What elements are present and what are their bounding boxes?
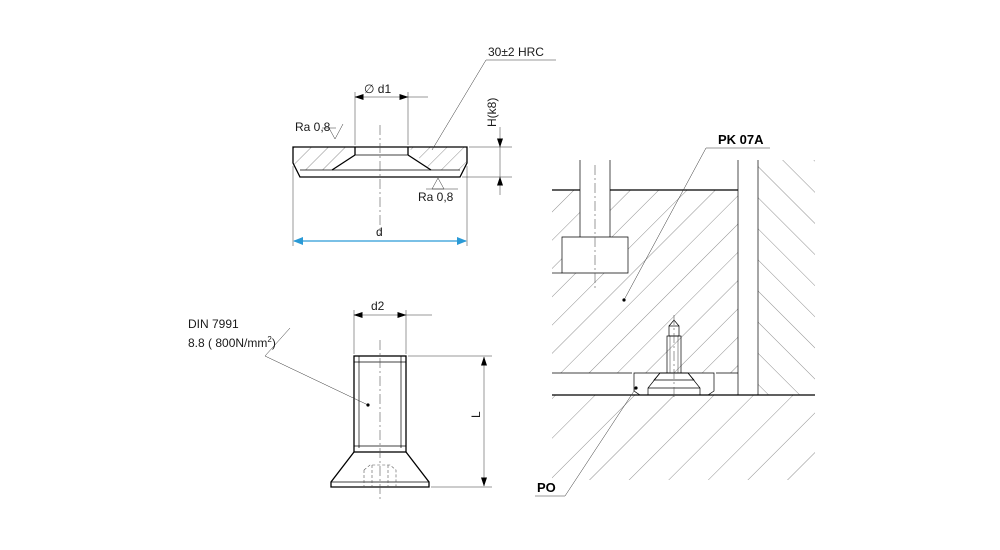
screw-grade-prefix: 8.8 ( 800N/mm: [188, 336, 267, 350]
length-dimension-label: L: [469, 411, 483, 418]
roughness-symbol-bottom: [426, 177, 458, 190]
screw-standard-label: DIN 7991: [188, 317, 239, 331]
hardness-label: 30±2 HRC: [488, 45, 544, 59]
screw-grade-sup: 2: [267, 335, 272, 344]
roughness-symbol-top: [322, 123, 344, 140]
assembly-section: PK 07A PO: [535, 132, 815, 497]
screw-grade-label: 8.8 ( 800N/mm2): [188, 335, 276, 350]
height-dimension-label: H(k8): [485, 98, 499, 127]
roughness-bottom-label: Ra 0,8: [418, 190, 454, 204]
diameter-dimension-label: d: [376, 225, 383, 239]
head-diameter-label: d2: [371, 299, 385, 313]
lower-part-label: PO: [537, 480, 556, 495]
screw-grade-suffix: ): [272, 336, 276, 350]
washer-section: 30±2 HRC ∅ d1 H(k8) Ra 0,8 Ra 0,8 d: [292, 45, 556, 246]
countersunk-screw: d2 L DIN 7991 8.8 ( 800N/mm2): [188, 299, 492, 500]
upper-part-label: PK 07A: [718, 132, 764, 147]
bore-dimension-label: ∅ d1: [364, 82, 391, 96]
roughness-top-label: Ra 0,8: [295, 120, 331, 134]
